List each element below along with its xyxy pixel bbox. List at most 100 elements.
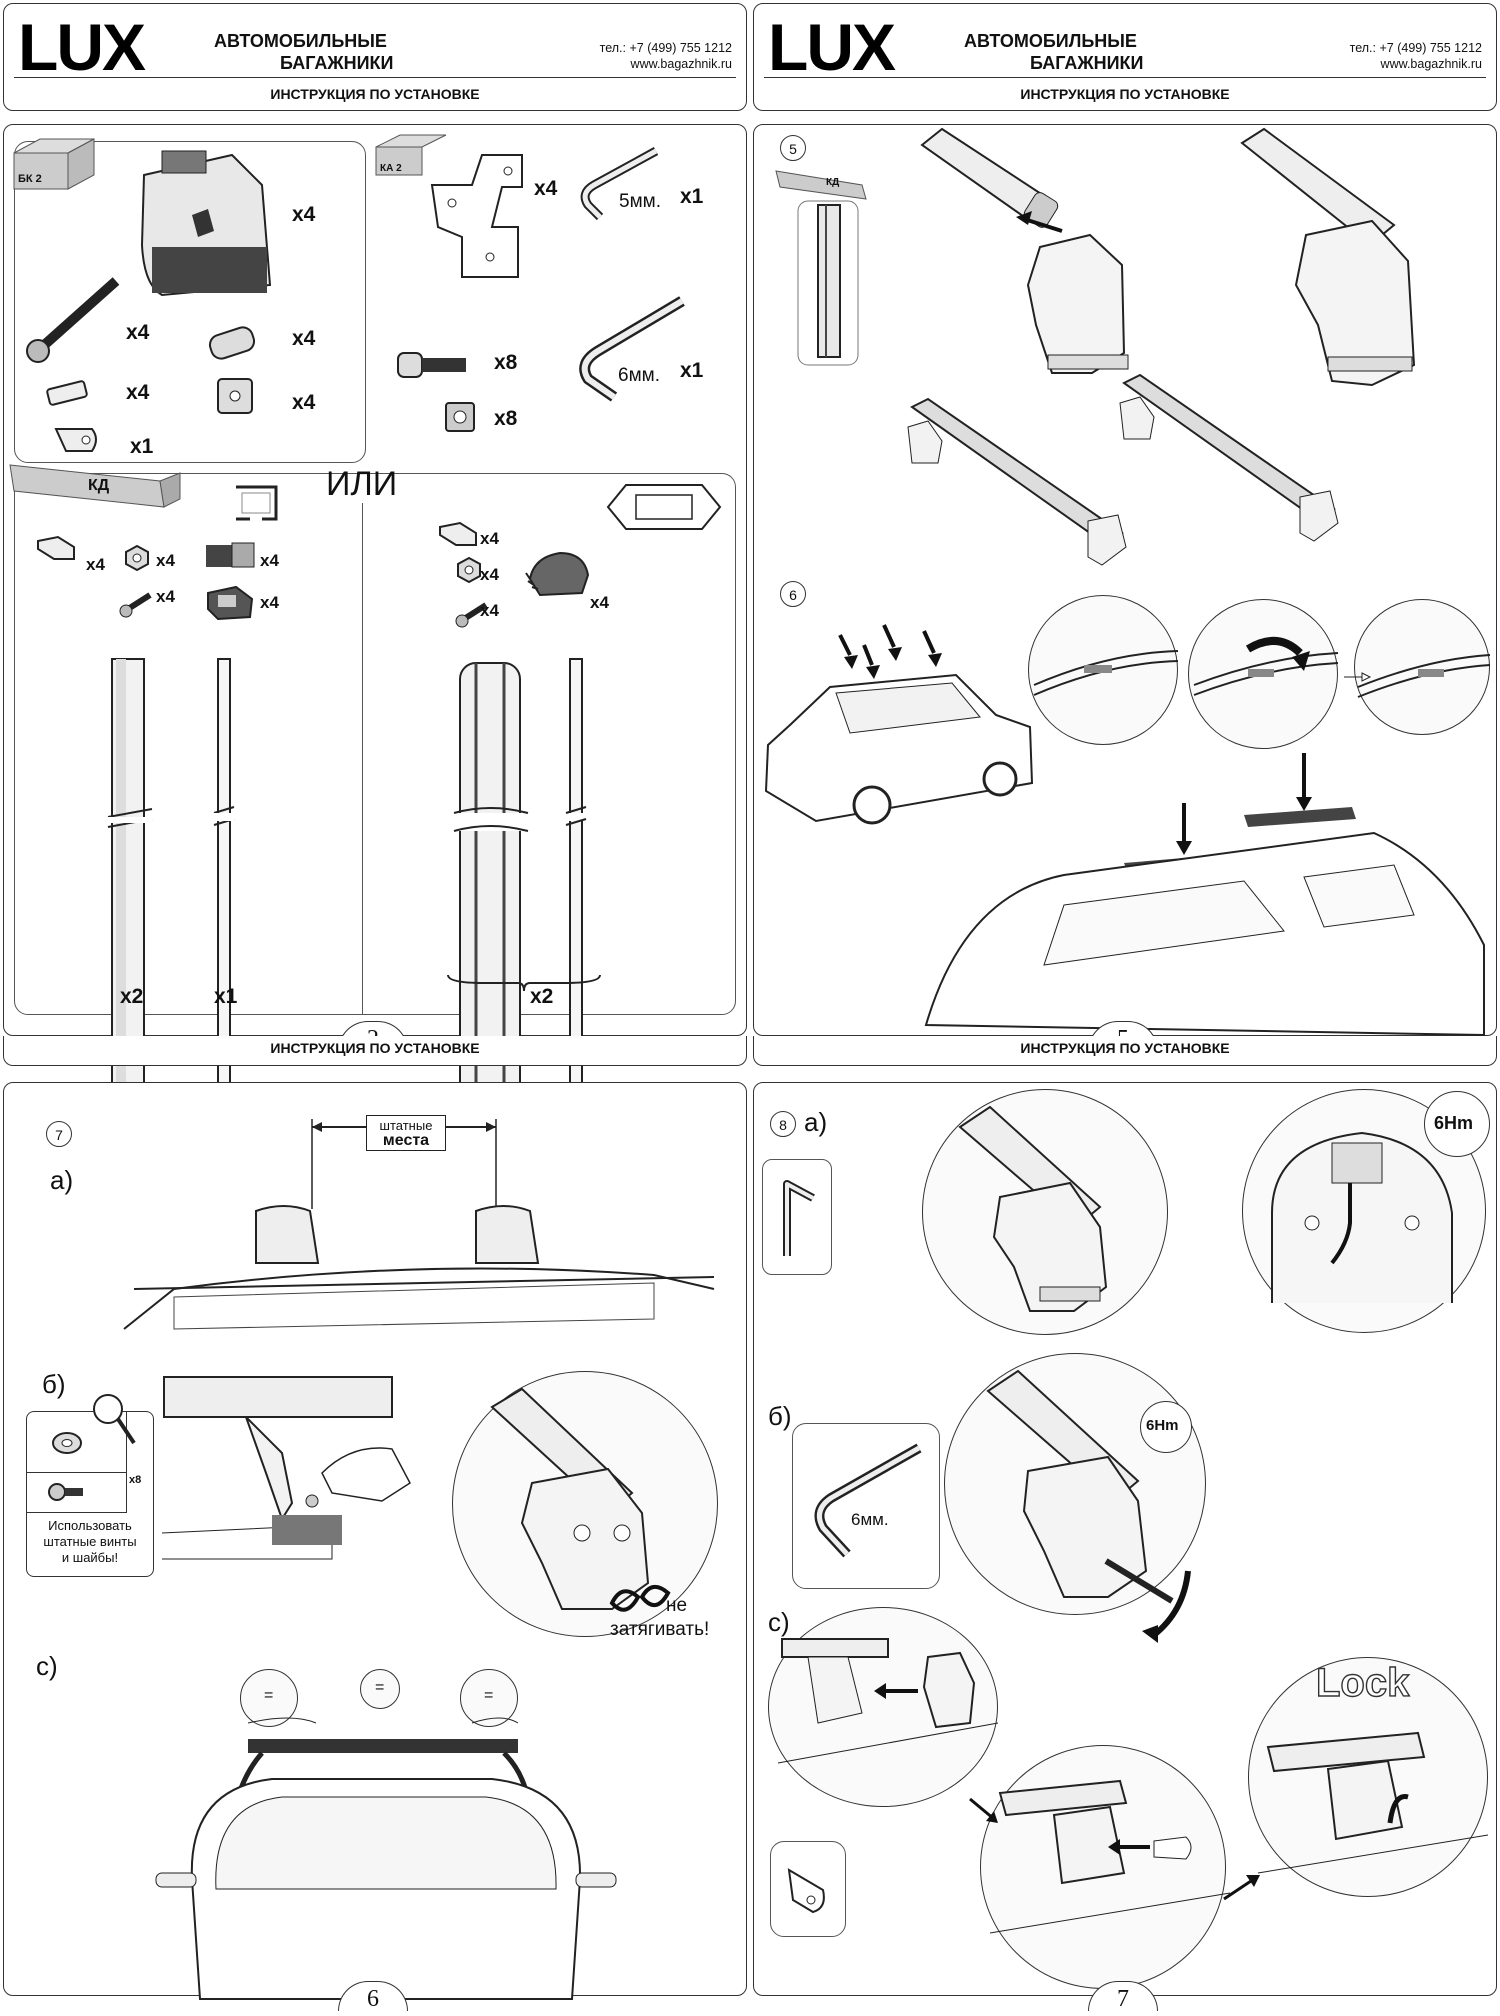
- bar-assembly-exploded: [920, 127, 1129, 374]
- hex6-qty: x1: [680, 359, 704, 382]
- kd-label: КД: [88, 477, 110, 494]
- right-bolt-qty: x4: [480, 601, 499, 620]
- header-phone: тел.: +7 (499) 755 1212: [1349, 41, 1482, 55]
- hex-key-card-a: [762, 1159, 832, 1275]
- screw-icon: [48, 1483, 83, 1501]
- bracket-qty: x4: [534, 177, 558, 200]
- torque-detail-a: [1271, 1131, 1453, 1303]
- step-8a-label: а): [804, 1107, 828, 1137]
- no-tighten-1: не: [666, 1595, 688, 1616]
- roof-foot-icon: [140, 150, 272, 297]
- step-7b-label: б): [42, 1369, 66, 1399]
- lock-label: Lock: [1315, 1660, 1410, 1705]
- footer-right: ИНСТРУКЦИЯ ПО УСТАНОВКЕ: [753, 1036, 1497, 1066]
- mount-bracket-icon: [430, 154, 523, 278]
- nut-qty: x8: [494, 407, 518, 430]
- washer-count: x8: [129, 1474, 142, 1486]
- right-clip-qty: x4: [480, 529, 499, 548]
- parts-box-bk: [14, 141, 366, 463]
- page-6: 7 а) штатные места б) x8 Использова: [3, 1082, 747, 2012]
- tighten-detail-b: [986, 1369, 1191, 1643]
- hex-key-icon: [783, 1180, 815, 1256]
- torque-a: 6Hm: [1434, 1113, 1474, 1133]
- flat-washer-icon: [46, 380, 88, 406]
- step-8b-label: б): [768, 1401, 792, 1431]
- lock-key-icon: [54, 428, 97, 452]
- flow-arrows: [969, 1797, 1260, 1901]
- step-7-marker: 7: [46, 1121, 72, 1147]
- left-clip-qty: x4: [86, 555, 105, 574]
- hex-nut-icon: [457, 556, 481, 584]
- header-website: www.bagazhnik.ru: [630, 57, 732, 71]
- use-note: Использовать штатные винты и шайбы!: [31, 1518, 149, 1566]
- header-left: LUX АВТОМОБИЛЬНЫЕ БАГАЖНИКИ тел.: +7 (49…: [3, 3, 747, 111]
- key-qty: x1: [130, 435, 154, 458]
- header-instruction: ИНСТРУКЦИЯ ПО УСТАНОВКЕ: [270, 86, 480, 102]
- use-note-2: штатные винты: [43, 1534, 137, 1549]
- cylinder-qty: x4: [292, 327, 316, 350]
- washer-qty: x4: [126, 381, 150, 404]
- left-strip-qty: x1: [214, 985, 238, 1008]
- kd-insert-icon: [775, 170, 867, 366]
- page-5: 5 КД 6: [753, 124, 1497, 1052]
- clip-icon: [37, 535, 75, 560]
- hex5-label: 5мм.: [619, 191, 661, 212]
- left-end-qty: x4: [260, 593, 279, 612]
- bar-end-plug-icon: [207, 585, 254, 621]
- long-bolt-icon: [26, 277, 120, 363]
- magnifier-icon: [93, 1394, 136, 1445]
- header-subtitle-2: БАГАЖНИКИ: [1030, 53, 1144, 73]
- places-line-1: штатные: [379, 1118, 433, 1133]
- footer-instruction: ИНСТРУКЦИЯ ПО УСТАНОВКЕ: [1020, 1040, 1230, 1056]
- eq-right: =: [484, 1687, 494, 1704]
- use-note-1: Использовать: [48, 1518, 132, 1533]
- right-bar-qty: x2: [530, 985, 554, 1008]
- places-line-2: места: [382, 1132, 430, 1149]
- insert-cover-detail: [777, 1638, 999, 1764]
- step-8-marker: 8: [770, 1111, 796, 1137]
- brace-icon: [447, 974, 601, 992]
- rubber-strip-icon: [565, 658, 587, 1100]
- lux-logo: LUX: [18, 10, 146, 84]
- assembled-crossbar-1: [907, 397, 1127, 566]
- hex5-qty: x1: [680, 185, 704, 208]
- footer-instruction: ИНСТРУКЦИЯ ПО УСТАНОВКЕ: [270, 1040, 480, 1056]
- hex-key-card-b: 6мм.: [792, 1423, 940, 1589]
- step-6-marker: 6: [780, 581, 806, 607]
- box-ka-icon: [375, 134, 447, 176]
- header-website: www.bagazhnik.ru: [1380, 57, 1482, 71]
- page-7: 8 а) 6Hm б) 6мм. 6Hm c): [753, 1082, 1497, 2012]
- header-phone: тел.: +7 (499) 755 1212: [599, 41, 732, 55]
- step-7a-label: а): [50, 1165, 74, 1195]
- left-nut-qty: x4: [156, 551, 175, 570]
- eq-circle-center: [360, 1669, 400, 1709]
- key-card-c: [770, 1841, 846, 1937]
- screw-qty: x8: [494, 351, 518, 374]
- header-right: LUX АВТОМОБИЛЬНЫЕ БАГАЖНИКИ тел.: +7 (49…: [753, 3, 1497, 111]
- parts-box-bars: [14, 473, 736, 1015]
- page-2: БК 2 x4 x4 x4 x4 x4 x1 КА 2 x4: [3, 124, 747, 1100]
- socket-screw-icon: [397, 352, 466, 378]
- places-box: штатные места: [366, 1115, 446, 1151]
- kd-packet-icon: [9, 464, 181, 508]
- bar-mount-hand: [161, 1376, 411, 1560]
- footer-left: ИНСТРУКЦИЯ ПО УСТАНОВКЕ: [3, 1036, 747, 1066]
- torque-badge-a: [1424, 1091, 1490, 1157]
- hex-key-6-icon: [579, 296, 685, 402]
- header-subtitle-1: АВТОМОБИЛЬНЫЕ: [964, 31, 1137, 51]
- right-nut-qty: x4: [480, 565, 499, 584]
- no-tighten-2: затягивать!: [610, 1619, 710, 1640]
- box-bk-label: БК 2: [18, 173, 42, 185]
- insert-key-detail: [989, 1779, 1231, 1934]
- foot-assembly-a: [958, 1105, 1108, 1312]
- square-profile-icon: [236, 485, 278, 521]
- left-bar-qty: x2: [120, 985, 144, 1008]
- foot-mount-detail: [490, 1387, 671, 1612]
- or-label: ИЛИ: [326, 465, 398, 503]
- lux-logo: LUX: [768, 10, 896, 84]
- step-7c-label: c): [36, 1651, 58, 1681]
- lock-detail: [1257, 1731, 1489, 1874]
- eq-circle-left: [240, 1669, 298, 1727]
- hex6-label: 6мм.: [618, 365, 660, 386]
- torque-badge-b: [1140, 1401, 1192, 1453]
